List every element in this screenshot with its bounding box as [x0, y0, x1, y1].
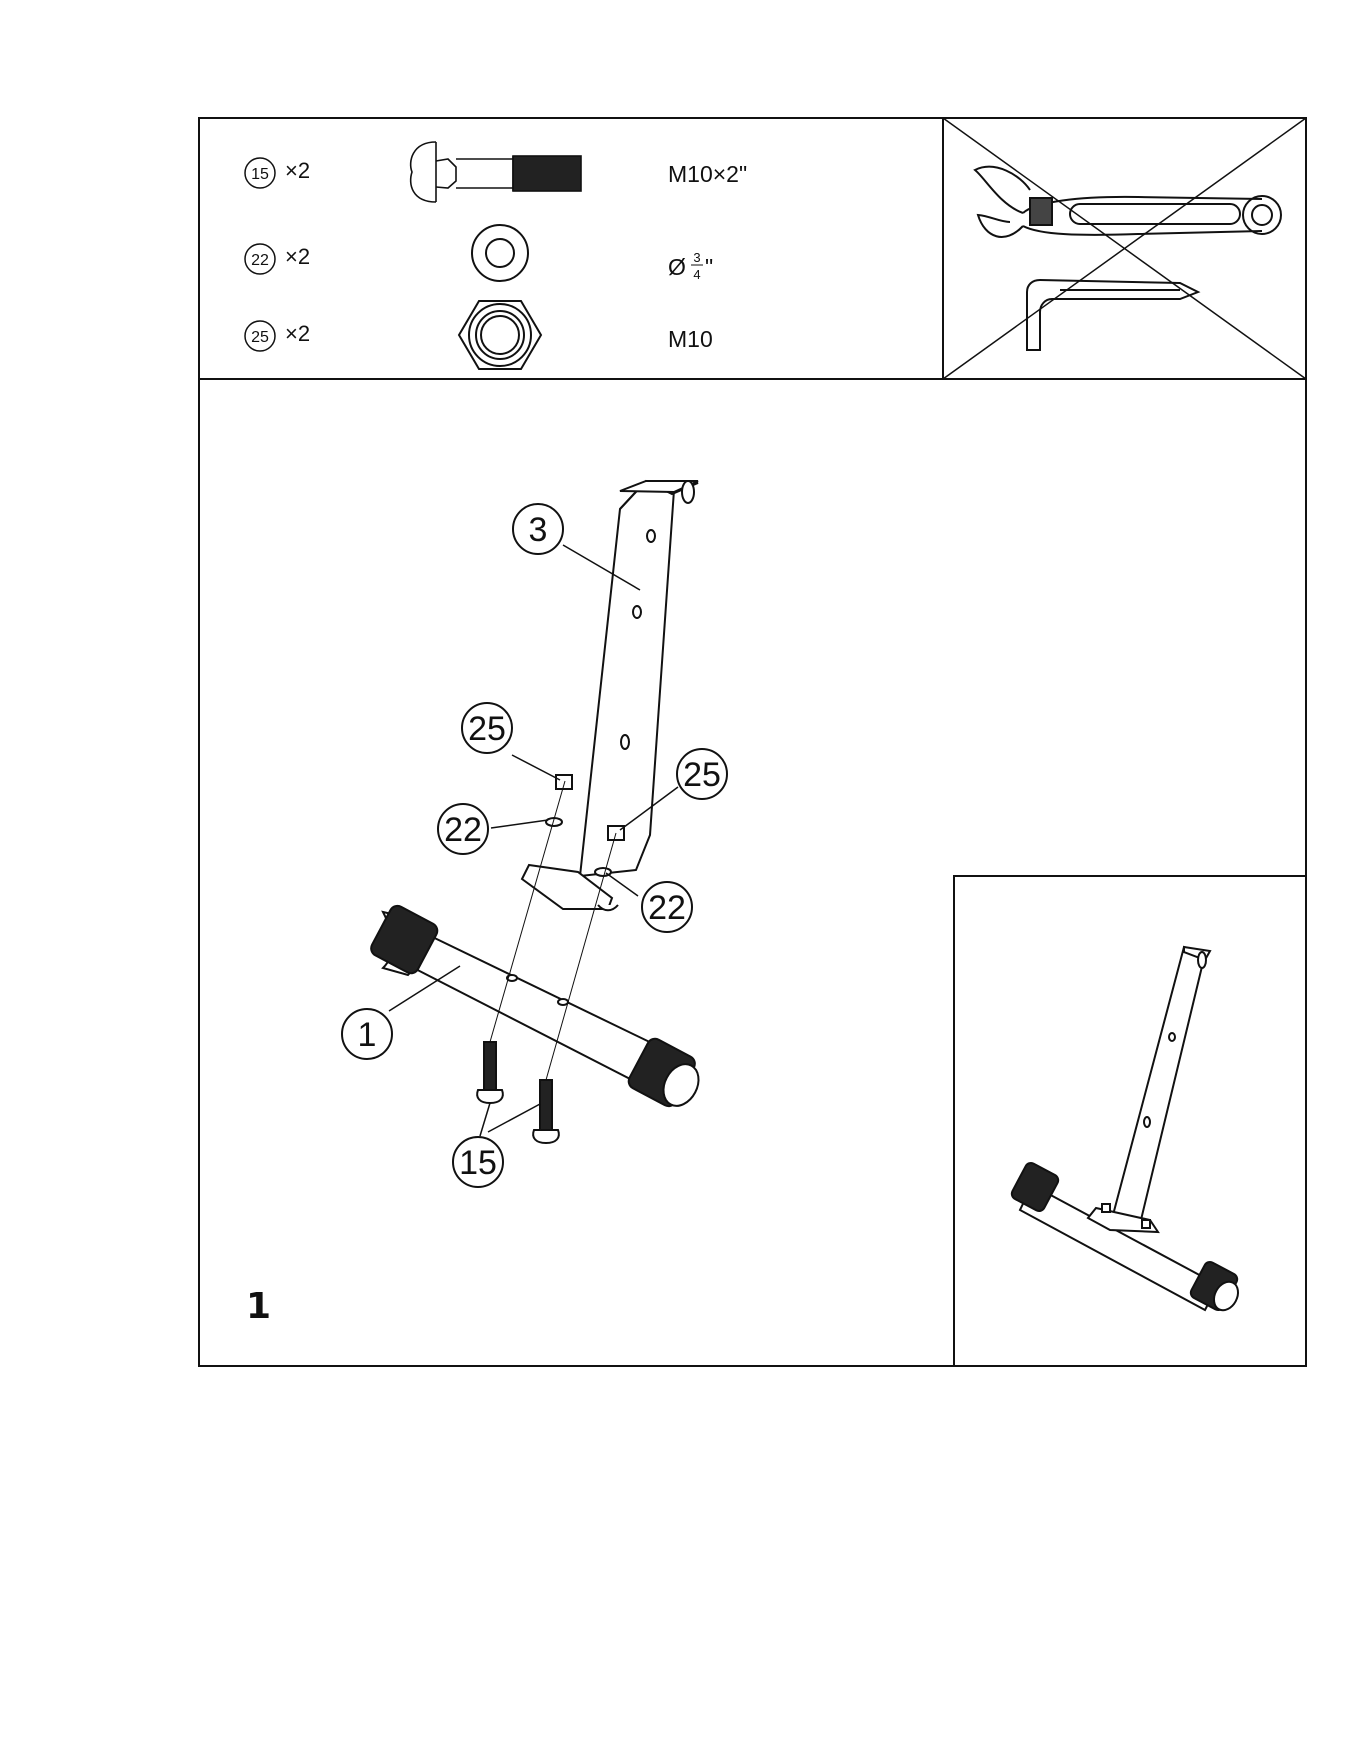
- cross-out-mark: [943, 118, 1306, 379]
- tools-panel: [943, 118, 1306, 379]
- callout-washer-left: 22: [438, 804, 488, 854]
- size-spec: M10×2": [668, 161, 747, 187]
- part-number: 22: [251, 252, 269, 269]
- adjustable-wrench-icon: [975, 167, 1281, 237]
- callout-nut-left: 25: [462, 703, 512, 753]
- quantity: ×2: [285, 158, 310, 183]
- allen-key-icon: [1027, 280, 1198, 350]
- assembled-frame: [1010, 947, 1243, 1314]
- callout-washer-right: 22: [642, 882, 692, 932]
- svg-text:22: 22: [444, 811, 482, 849]
- hex-nut-icon: [459, 301, 541, 369]
- svg-text:25: 25: [468, 710, 506, 748]
- hardware-row: 22 ×2 Ø 3 4 ": [245, 225, 713, 282]
- carriage-bolt-icon: [411, 142, 581, 202]
- part-number: 15: [251, 166, 269, 183]
- svg-text:25: 25: [683, 756, 721, 794]
- callout-upright: 3: [513, 504, 563, 554]
- hex-nut-left: [556, 775, 572, 789]
- size-spec: M10: [668, 326, 713, 352]
- size-spec-symbol: Ø: [668, 254, 686, 280]
- svg-text:22: 22: [648, 889, 686, 927]
- svg-text:3: 3: [529, 511, 548, 549]
- callout-base-tube: 1: [342, 1009, 392, 1059]
- step-number: 1: [246, 1286, 271, 1327]
- part-number: 25: [251, 329, 269, 346]
- size-spec-denominator: 4: [693, 267, 700, 282]
- callout-nut-right: 25: [677, 749, 727, 799]
- quantity: ×2: [285, 244, 310, 269]
- svg-text:1: 1: [358, 1016, 377, 1054]
- callout-bolts: 15: [453, 1137, 503, 1187]
- exploded-view: 3 25 22 25 22 1 15: [342, 481, 727, 1187]
- hardware-row: 25 ×2 M10: [245, 301, 713, 369]
- size-spec-numerator: 3: [693, 250, 700, 265]
- carriage-bolt-pair: [477, 1042, 559, 1143]
- washer-icon: [472, 225, 528, 281]
- quantity: ×2: [285, 321, 310, 346]
- result-inset: [954, 876, 1306, 1366]
- hardware-row: 15 ×2 M10×2": [245, 142, 747, 202]
- size-spec-unit: ": [705, 254, 713, 280]
- svg-text:15: 15: [459, 1144, 497, 1182]
- hardware-list: 15 ×2 M10×2" 22 ×2 Ø 3: [245, 142, 747, 369]
- base-tube: [368, 903, 705, 1112]
